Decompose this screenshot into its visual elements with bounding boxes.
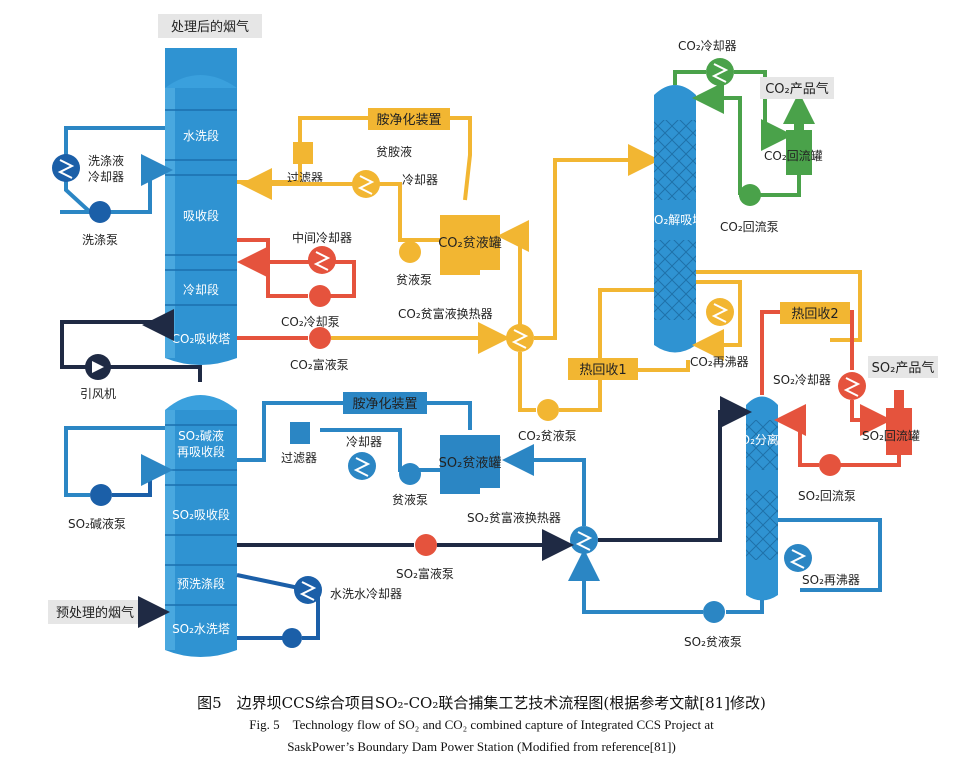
co2-cooling-pump-label: CO₂冷却泵	[281, 315, 340, 329]
co2-lean-pump-small-icon	[399, 241, 421, 263]
caption-chinese: 图5 边界坝CCS综合项目SO₂-CO₂联合捕集工艺技术流程图(根据参考文献[8…	[197, 694, 766, 712]
co2-lean-tank-icon	[440, 215, 500, 275]
co2-lean-pump-small-label: 贫液泵	[396, 272, 432, 287]
co2-filter-label: 过滤器	[287, 171, 323, 185]
co2-heat-exchanger-label: CO₂贫富液换热器	[398, 306, 493, 321]
wash-cooler-label-2: 冷却器	[88, 170, 124, 184]
so2-reflux-pump-icon	[819, 454, 841, 476]
so2-lean-cooler-label: 冷却器	[346, 435, 382, 449]
pretreated-flue-gas-label: 预处理的烟气	[56, 605, 134, 621]
so2-amine-purification-box	[343, 392, 427, 414]
fan-outlet-line	[60, 320, 165, 369]
so2-alkali-pump-icon	[90, 484, 112, 506]
wash-cooler-label-1: 洗涤液	[88, 153, 124, 168]
so2-filter-icon	[290, 422, 310, 444]
wash-pump-icon	[89, 201, 111, 223]
so2-heat-exchanger-label: SO₂贫富液换热器	[467, 510, 561, 525]
co2-reflux-pump-icon	[739, 184, 761, 206]
so2-rich-pump-icon	[415, 534, 437, 556]
co2-absorber-label: CO₂吸收塔	[172, 332, 231, 346]
lean-amine-label: 贫胺液	[376, 144, 412, 159]
wash-pump-label: 洗涤泵	[82, 233, 118, 247]
so2-lean-pump-small-label: 贫液泵	[392, 492, 428, 507]
intermediate-cooler-label: 中间冷却器	[292, 230, 352, 245]
induced-fan-label: 引风机	[80, 387, 116, 401]
co2-reflux-tank-icon	[786, 130, 812, 175]
co2-amine-purification-label: 胺净化装置	[376, 113, 441, 128]
caption-english-line-1: Fig. 5 Technology flow of SO₂ and CO₂ co…	[249, 717, 714, 732]
water-wash-pump-icon	[282, 628, 302, 648]
so2-stripper-label: SO₂分离塔	[733, 432, 791, 447]
cooling-section-label: 冷却段	[183, 282, 219, 297]
so2-lean-pump-icon	[703, 601, 725, 623]
pretreated-flue-gas-box	[48, 600, 142, 624]
so2-product-label: SO₂产品气	[872, 360, 935, 376]
so2-absorption-label: SO₂吸收段	[172, 507, 230, 522]
co2-reflux-tank-label: CO₂回流罐	[764, 149, 823, 163]
co2-filter-icon	[293, 142, 313, 164]
water-wash-cooler-label: 水洗水冷却器	[330, 587, 402, 601]
co2-reflux-pump-label: CO₂回流泵	[720, 220, 779, 234]
so2-lean-pump-small-icon	[399, 463, 421, 485]
so2-amine-purification-label: 胺净化装置	[352, 397, 417, 412]
heat-recovery-1-box	[568, 358, 638, 380]
co2-absorber-tower	[165, 48, 237, 365]
so2-reflux-tank-icon	[886, 408, 912, 455]
process-flow-diagram: 水洗段 吸收段 冷却段 CO₂吸收塔 处理后的烟气 SO₂碱液 再吸收段 SO₂…	[48, 14, 938, 657]
co2-rich-pump-icon	[309, 327, 331, 349]
so2-rich-pump-label: SO₂富液泵	[396, 566, 454, 581]
heat-recovery-1-label: 热回收1	[579, 363, 626, 378]
co2-lean-tank-label: CO₂贫液罐	[438, 235, 502, 251]
co2-reboiler-label: CO₂再沸器	[690, 355, 749, 369]
so2-reabsorb-label-1: SO₂碱液	[178, 428, 224, 443]
caption-english-line-2: SaskPower’s Boundary Dam Power Station (…	[287, 739, 676, 754]
co2-product-box	[760, 77, 834, 99]
so2-lean-tank-label: SO₂贫液罐	[439, 455, 502, 471]
co2-condenser-label: CO₂冷却器	[678, 39, 737, 53]
so2-reboiler-label: SO₂再沸器	[802, 573, 860, 587]
so2-reflux-tank-label: SO₂回流罐	[862, 429, 920, 443]
co2-stripper-label: CO₂解吸塔	[646, 213, 705, 227]
co2-lean-cooler-label: 冷却器	[402, 173, 438, 187]
heat-recovery-2-box	[780, 302, 850, 324]
absorption-section-label: 吸收段	[183, 208, 219, 223]
water-wash-section-label: 水洗段	[183, 128, 219, 143]
so2-lean-tank-icon	[440, 435, 500, 494]
so2-reabsorb-label-2: 再吸收段	[177, 444, 225, 459]
so2-water-wash-tower-label: SO₂水洗塔	[172, 622, 230, 636]
fan-inlet-line	[110, 365, 202, 382]
treated-flue-gas-label: 处理后的烟气	[171, 19, 249, 35]
co2-stripper-tower	[654, 85, 696, 353]
so2-alkali-pump-label: SO₂碱液泵	[68, 516, 126, 531]
co2-rich-pump-label: CO₂富液泵	[290, 357, 349, 372]
so2-product-box	[868, 356, 938, 378]
so2-water-wash-tower	[165, 395, 237, 657]
so2-condenser-label: SO₂冷却器	[773, 373, 831, 387]
so2-lean-pump-label: SO₂贫液泵	[684, 634, 742, 649]
heat-recovery-2-label: 热回收2	[791, 307, 838, 322]
figure-caption: 图5 边界坝CCS综合项目SO₂-CO₂联合捕集工艺技术流程图(根据参考文献[8…	[0, 692, 963, 758]
co2-lean-pump-icon	[537, 399, 559, 421]
so2-reflux-pump-label: SO₂回流泵	[798, 489, 856, 503]
prewash-label: 预洗涤段	[177, 576, 225, 591]
co2-cooling-pump-icon	[309, 285, 331, 307]
treated-flue-gas-box	[158, 14, 262, 38]
co2-lean-pump-label: CO₂贫液泵	[518, 428, 577, 443]
so2-stripper-tower	[746, 396, 778, 601]
co2-product-label: CO₂产品气	[765, 81, 829, 97]
co2-amine-purification-box	[368, 108, 450, 130]
so2-filter-label: 过滤器	[281, 451, 317, 465]
